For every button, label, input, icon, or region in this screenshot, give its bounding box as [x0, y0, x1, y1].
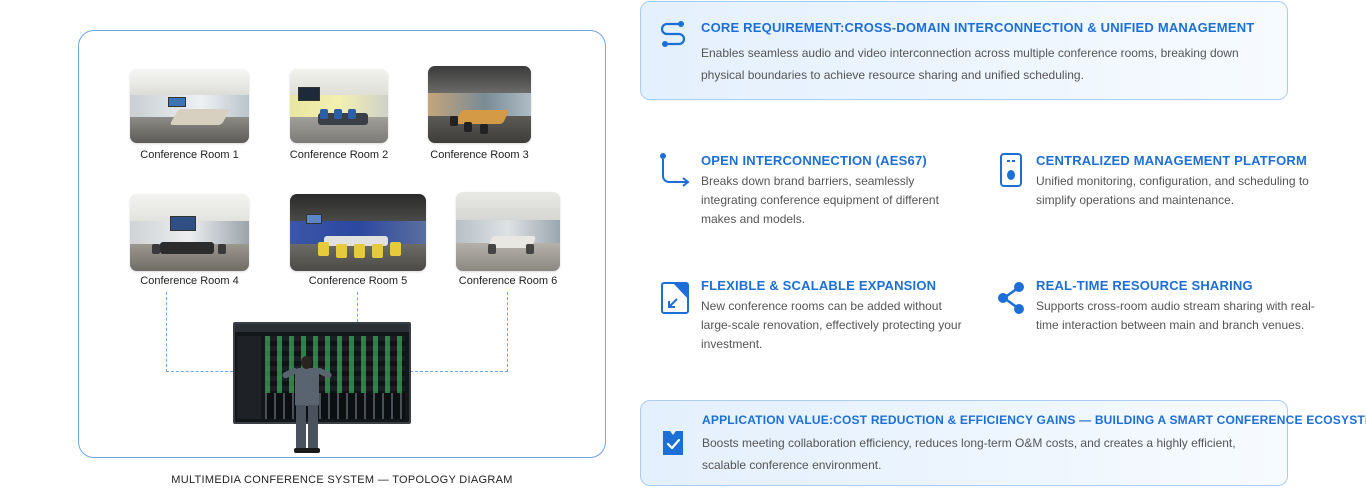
conference-room-4: Conference Room 4 [130, 194, 249, 287]
device-icon [999, 152, 1023, 193]
feature-1-text: Breaks down brand barriers, seamlessly i… [701, 174, 939, 226]
feature-1-title: OPEN INTERCONNECTION (AES67) [701, 153, 927, 168]
application-value-card: APPLICATION VALUE:COST REDUCTION & EFFIC… [640, 400, 1366, 486]
room-3-photo [428, 66, 531, 143]
connector-center [357, 292, 358, 322]
feature-resource-sharing: REAL-TIME RESOURCE SHARING Supports cros… [1036, 278, 1326, 335]
connection-arrow-icon [658, 152, 692, 195]
room-4-photo [130, 194, 249, 271]
application-value-text: Boosts meeting collaboration efficiency,… [702, 436, 1236, 472]
feature-2-text: Unified monitoring, configuration, and s… [1036, 174, 1309, 207]
room-5-photo [290, 194, 426, 271]
feature-3-text: New conference rooms can be added withou… [701, 299, 962, 351]
mixing-console-screen [233, 322, 411, 424]
feature-4-text: Supports cross-room audio stream sharing… [1036, 299, 1315, 332]
checkmark-badge-icon [661, 429, 685, 462]
conference-room-5: Conference Room 5 [290, 194, 426, 287]
room-2-label: Conference Room 2 [289, 149, 389, 161]
core-requirement-title: CORE REQUIREMENT:CROSS-DOMAIN INTERCONNE… [701, 20, 1255, 35]
room-5-label: Conference Room 5 [308, 275, 408, 287]
feature-flexible-expansion: FLEXIBLE & SCALABLE EXPANSION New confer… [701, 278, 966, 354]
feature-2-title: CENTRALIZED MANAGEMENT PLATFORM [1036, 153, 1307, 168]
expand-icon [660, 281, 690, 320]
presenter-figure [281, 356, 333, 456]
connector-left [166, 292, 238, 372]
conference-room-3: Conference Room 3 [428, 66, 531, 161]
feature-centralized-management: CENTRALIZED MANAGEMENT PLATFORM Unified … [1036, 153, 1346, 210]
core-requirement-card: CORE REQUIREMENT:CROSS-DOMAIN INTERCONNE… [640, 1, 1288, 100]
connector-right [410, 292, 508, 372]
diagram-caption: MULTIMEDIA CONFERENCE SYSTEM — TOPOLOGY … [171, 474, 513, 486]
core-requirement-text: Enables seamless audio and video interco… [701, 46, 1239, 82]
room-1-photo [130, 69, 249, 143]
feature-3-title: FLEXIBLE & SCALABLE EXPANSION [701, 278, 937, 293]
feature-4-title: REAL-TIME RESOURCE SHARING [1036, 278, 1253, 293]
conference-room-6: Conference Room 6 [456, 192, 560, 287]
conference-room-2: Conference Room 2 [290, 69, 388, 161]
conference-room-1: Conference Room 1 [130, 69, 249, 161]
application-value-title: APPLICATION VALUE:COST REDUCTION & EFFIC… [702, 413, 1366, 427]
room-2-photo [290, 69, 388, 143]
room-3-label: Conference Room 3 [430, 149, 529, 161]
room-6-photo [456, 192, 560, 271]
room-1-label: Conference Room 1 [140, 149, 239, 161]
route-icon [659, 19, 689, 58]
feature-open-interconnection: OPEN INTERCONNECTION (AES67) Breaks down… [701, 153, 966, 229]
room-4-label: Conference Room 4 [140, 275, 239, 287]
room-6-label: Conference Room 6 [458, 275, 558, 287]
share-icon [996, 281, 1026, 320]
